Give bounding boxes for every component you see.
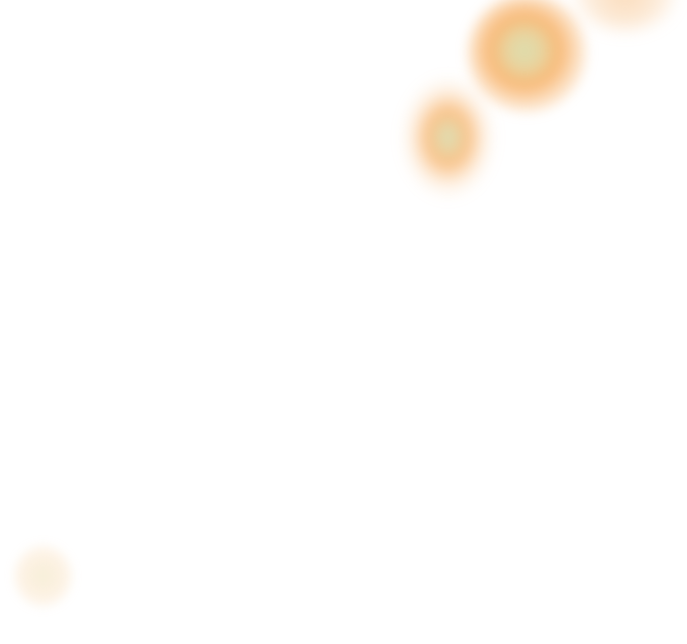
- glow-blob-top-corner: [575, 0, 675, 30]
- glow-blob-upper-right: [468, 0, 586, 112]
- glow-blob-bottom-left: [14, 545, 72, 607]
- glow-blob-middle: [392, 75, 504, 205]
